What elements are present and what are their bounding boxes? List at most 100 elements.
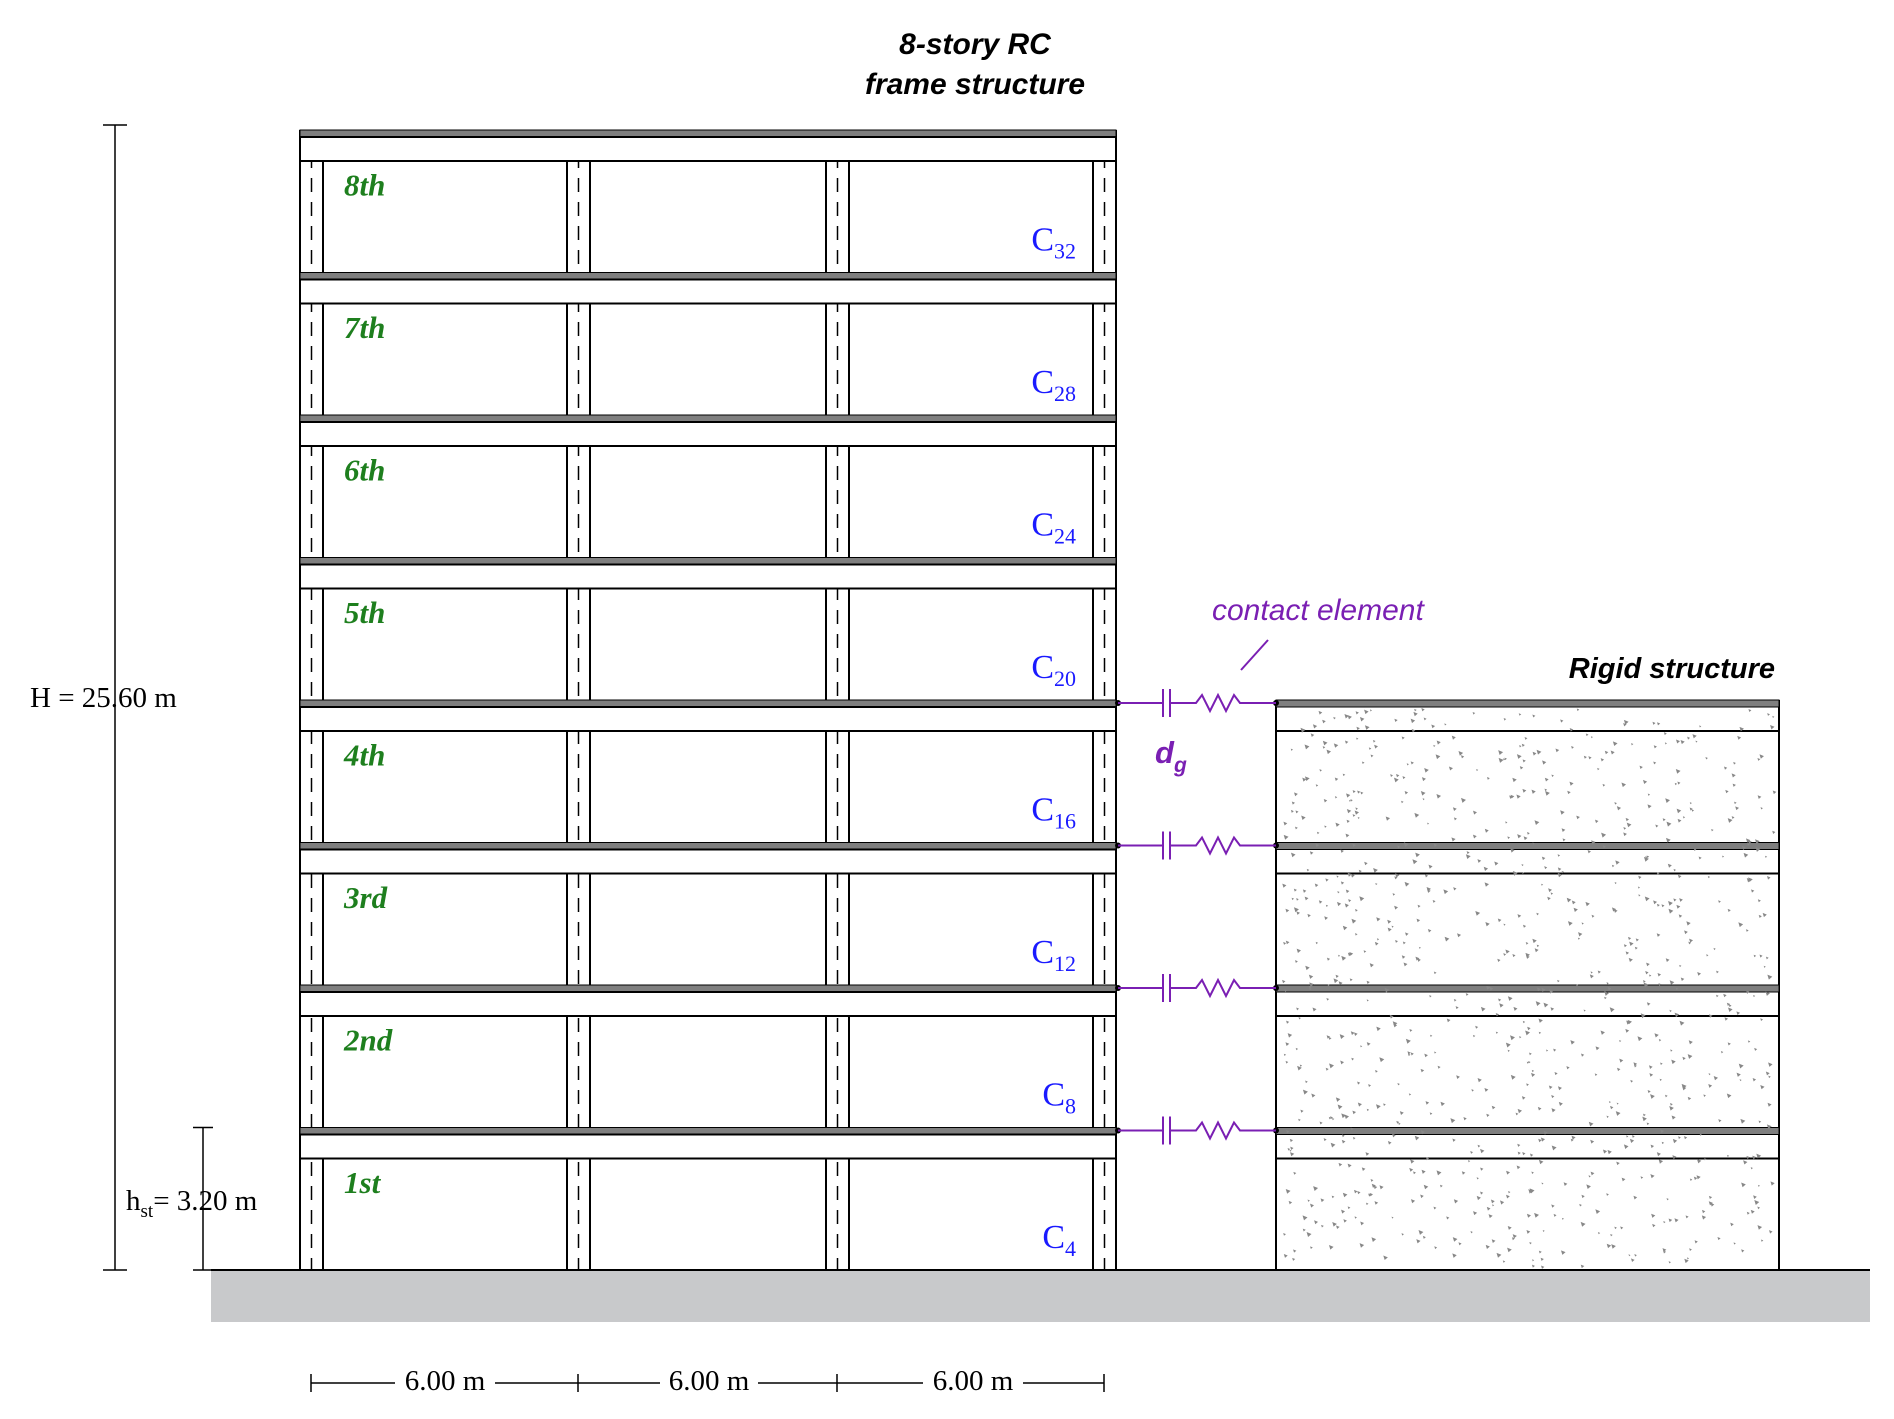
aggregate-speck	[1404, 881, 1410, 887]
aggregate-speck	[1677, 818, 1682, 823]
aggregate-speck	[1352, 1137, 1356, 1140]
aggregate-speck	[1546, 1049, 1549, 1052]
aggregate-speck	[1646, 1122, 1650, 1126]
aggregate-speck	[1349, 978, 1353, 982]
bay-label-1: 6.00 m	[405, 1365, 486, 1397]
aggregate-speck	[1646, 855, 1650, 859]
aggregate-speck	[1410, 761, 1414, 765]
aggregate-speck	[1754, 1200, 1760, 1205]
aggregate-speck	[1540, 1137, 1546, 1142]
aggregate-speck	[1355, 807, 1358, 810]
aggregate-speck	[1643, 1113, 1646, 1117]
aggregate-speck	[1365, 1202, 1369, 1206]
aggregate-speck	[1661, 1141, 1665, 1145]
aggregate-speck	[1717, 1236, 1721, 1241]
aggregate-speck	[1389, 1014, 1394, 1019]
aggregate-speck	[1531, 1264, 1535, 1268]
aggregate-speck	[1285, 908, 1290, 913]
aggregate-speck	[1604, 750, 1609, 755]
aggregate-speck	[1347, 1163, 1352, 1168]
aggregate-speck	[1404, 791, 1409, 795]
aggregate-speck	[1656, 933, 1661, 937]
aggregate-speck	[1705, 757, 1708, 760]
aggregate-speck	[1315, 784, 1319, 787]
contact-spring	[1170, 835, 1276, 856]
aggregate-speck	[1470, 1231, 1473, 1234]
aggregate-speck	[1341, 1113, 1346, 1119]
aggregate-speck	[1375, 1104, 1381, 1110]
aggregate-speck	[1363, 950, 1367, 953]
aggregate-speck	[1631, 1135, 1635, 1138]
aggregate-speck	[1517, 1108, 1523, 1114]
aggregate-speck	[1616, 806, 1622, 811]
aggregate-speck	[1415, 956, 1420, 961]
aggregate-speck	[1387, 927, 1392, 932]
aggregate-speck	[1287, 1033, 1293, 1038]
aggregate-speck	[1616, 1161, 1620, 1166]
aggregate-speck	[1684, 1258, 1689, 1264]
aggregate-speck	[1443, 889, 1449, 895]
aggregate-speck	[1551, 774, 1554, 777]
aggregate-speck	[1600, 758, 1605, 762]
aggregate-speck	[1341, 1209, 1346, 1214]
aggregate-speck	[1747, 840, 1752, 844]
aggregate-speck	[1291, 897, 1295, 901]
aggregate-speck	[1536, 944, 1540, 948]
aggregate-speck	[1554, 1071, 1558, 1076]
aggregate-speck	[1536, 912, 1539, 916]
aggregate-speck	[1470, 1151, 1474, 1154]
aggregate-speck	[1315, 941, 1319, 945]
aggregate-speck	[1346, 808, 1352, 814]
aggregate-speck	[1314, 1220, 1319, 1225]
aggregate-speck	[1611, 864, 1615, 868]
aggregate-speck	[1524, 737, 1528, 740]
aggregate-speck	[1557, 979, 1560, 983]
aggregate-speck	[1557, 1086, 1562, 1091]
aggregate-speck	[1669, 1105, 1674, 1111]
aggregate-speck	[1591, 914, 1595, 918]
aggregate-speck	[1557, 854, 1561, 857]
aggregate-speck	[1324, 916, 1328, 920]
aggregate-speck	[1688, 1040, 1693, 1045]
bay-label-2: 6.00 m	[669, 1365, 750, 1397]
aggregate-speck	[1682, 1056, 1686, 1061]
aggregate-speck	[1306, 1232, 1312, 1237]
aggregate-speck	[1296, 898, 1299, 901]
aggregate-speck	[1453, 998, 1457, 1002]
aggregate-speck	[1517, 914, 1522, 918]
aggregate-speck	[1436, 740, 1441, 745]
aggregate-speck	[1637, 886, 1641, 889]
aggregate-speck	[1757, 757, 1761, 761]
aggregate-speck	[1413, 1171, 1416, 1175]
aggregate-speck	[1602, 1149, 1608, 1154]
aggregate-speck	[1642, 779, 1648, 785]
aggregate-speck	[1619, 1039, 1622, 1043]
aggregate-speck	[1440, 1101, 1445, 1107]
aggregate-speck	[1585, 901, 1590, 907]
aggregate-speck	[1555, 748, 1560, 753]
aggregate-speck	[1505, 949, 1510, 954]
aggregate-speck	[1519, 745, 1522, 748]
aggregate-speck	[1658, 1159, 1664, 1164]
aggregate-speck	[1451, 735, 1456, 740]
aggregate-speck	[1687, 1054, 1693, 1059]
aggregate-speck	[1581, 1194, 1585, 1199]
aggregate-speck	[1678, 914, 1683, 918]
aggregate-speck	[1541, 856, 1546, 861]
aggregate-speck	[1739, 1079, 1742, 1082]
aggregate-speck	[1589, 974, 1594, 979]
aggregate-speck	[1283, 1253, 1288, 1258]
aggregate-speck	[1653, 900, 1658, 905]
aggregate-speck	[1403, 842, 1409, 848]
aggregate-speck	[1573, 907, 1578, 912]
aggregate-speck	[1326, 749, 1332, 755]
aggregate-speck	[1392, 1021, 1398, 1026]
beam-7	[299, 278, 1117, 305]
aggregate-speck	[1369, 963, 1374, 968]
aggregate-speck	[1301, 815, 1306, 821]
aggregate-speck	[1390, 774, 1393, 777]
aggregate-speck	[1625, 951, 1630, 955]
aggregate-speck	[1635, 938, 1639, 942]
aggregate-speck	[1347, 1206, 1351, 1210]
aggregate-speck	[1410, 1159, 1415, 1164]
